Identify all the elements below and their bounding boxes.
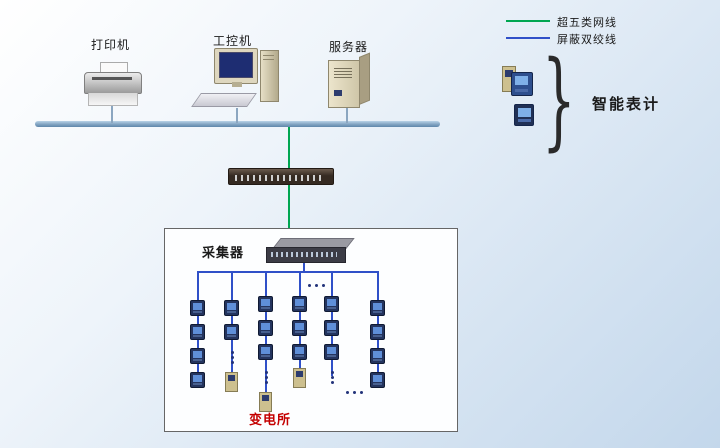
smart-meter-icon bbox=[370, 300, 385, 316]
smart-meter-icon bbox=[324, 320, 339, 336]
pc-drop-line bbox=[236, 108, 238, 123]
yellow-meter-icon bbox=[259, 392, 272, 412]
yellow-meter-icon bbox=[293, 368, 306, 388]
ethernet-bus-line bbox=[35, 121, 440, 127]
smart-meter-icon bbox=[258, 344, 273, 360]
cat5e-line-swatch bbox=[506, 20, 550, 22]
server-drop-line bbox=[346, 106, 348, 123]
cat5e-line-bus-to-switch bbox=[288, 127, 290, 169]
smart-meter-icon bbox=[370, 372, 385, 388]
yellow-meter-icon bbox=[225, 372, 238, 392]
brace-icon: } bbox=[542, 38, 576, 161]
printer-icon bbox=[84, 62, 142, 108]
smart-meter-icon bbox=[511, 72, 533, 96]
collector-label: 采集器 bbox=[202, 245, 245, 260]
smart-meter-icon bbox=[224, 300, 239, 316]
cat5e-line-switch-to-collector bbox=[288, 183, 290, 240]
smart-meter-icon bbox=[292, 296, 307, 312]
industrial-pc-label: 工控机 bbox=[213, 34, 253, 48]
stp-wire-collector-stub bbox=[303, 261, 305, 272]
stp-line-swatch bbox=[506, 37, 550, 39]
smart-meter-icon bbox=[370, 324, 385, 340]
server-label: 服务器 bbox=[329, 40, 369, 54]
printer-label: 打印机 bbox=[91, 38, 131, 52]
more-meters-ellipsis bbox=[344, 384, 365, 402]
smart-meter-icon bbox=[292, 320, 307, 336]
smart-meter-icon bbox=[190, 348, 205, 364]
collector-icon bbox=[266, 238, 355, 264]
smart-meter-icon bbox=[514, 104, 534, 126]
smart-meter-icon bbox=[324, 296, 339, 312]
smart-meters-label: 智能表计 bbox=[592, 96, 661, 113]
industrial-pc-icon bbox=[191, 48, 284, 110]
network-switch-icon bbox=[228, 168, 334, 185]
server-icon bbox=[326, 52, 374, 108]
smart-meter-icon bbox=[324, 344, 339, 360]
printer-drop-line bbox=[111, 106, 113, 123]
smart-meter-icon bbox=[292, 344, 307, 360]
more-meters-ellipsis bbox=[329, 369, 335, 386]
smart-meter-icon bbox=[190, 300, 205, 316]
stp-wire-distribution bbox=[197, 271, 377, 273]
legend-label-cat5e: 超五类网线 bbox=[557, 17, 617, 29]
more-meters-ellipsis bbox=[263, 369, 269, 386]
more-meters-ellipsis bbox=[229, 349, 235, 366]
smart-meter-icon bbox=[258, 296, 273, 312]
smart-meter-icon bbox=[190, 324, 205, 340]
smart-meter-icon bbox=[224, 324, 239, 340]
more-columns-ellipsis bbox=[306, 277, 327, 295]
legend-label-stp: 屏蔽双绞线 bbox=[557, 34, 617, 46]
smart-meter-icon bbox=[190, 372, 205, 388]
substation-label: 变电所 bbox=[248, 412, 291, 427]
smart-meter-icon bbox=[370, 348, 385, 364]
smart-meter-icon bbox=[258, 320, 273, 336]
